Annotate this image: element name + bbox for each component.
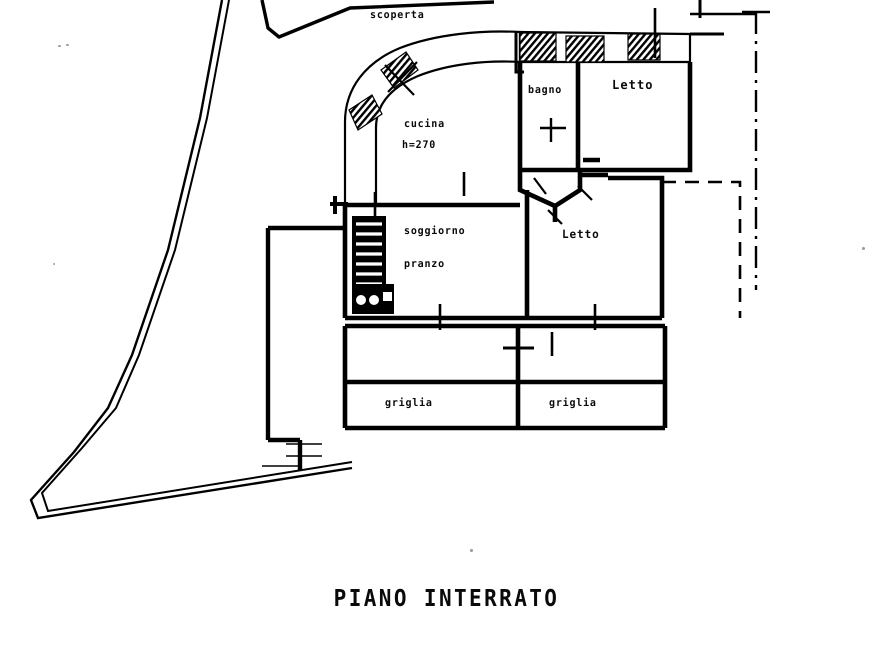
site-boundary-outer bbox=[29, 0, 353, 520]
scan-speck bbox=[53, 263, 55, 265]
top-right-wall-stubs bbox=[690, 0, 724, 36]
basement-lower-block bbox=[342, 323, 668, 431]
room-label-scoperta: scoperta bbox=[370, 9, 425, 22]
site-boundary-inner bbox=[40, 0, 353, 513]
scan-speck bbox=[862, 247, 865, 250]
scan-speck bbox=[470, 549, 473, 552]
room-annotation-cucina-height: h=270 bbox=[402, 139, 437, 152]
staircase bbox=[352, 216, 394, 314]
site-wall-opening-marks bbox=[262, 443, 322, 467]
upper-exterior-wall bbox=[518, 30, 692, 64]
bathroom-walls bbox=[517, 62, 581, 173]
room-label-letto-center-right: Letto bbox=[562, 227, 600, 242]
sheet-title: PIANO INTERRATO bbox=[333, 584, 560, 612]
bedroom-upper-right-walls bbox=[578, 62, 693, 173]
room-label-bagno: bagno bbox=[528, 84, 563, 97]
terrain-edge-upper bbox=[260, 0, 495, 39]
site-wall-lower-left bbox=[265, 225, 344, 470]
bathroom-door-tick bbox=[540, 118, 566, 142]
kitchen-lower-wall-stub bbox=[330, 196, 348, 214]
lower-block-door-tick bbox=[503, 338, 534, 362]
room-label-pranzo: pranzo bbox=[404, 258, 445, 271]
bedroom-center-right-walls bbox=[524, 175, 665, 318]
room-label-letto-upper-right: Letto bbox=[612, 77, 654, 93]
room-label-soggiorno: soggiorno bbox=[404, 225, 466, 238]
hallway-angled-walls bbox=[517, 157, 608, 222]
projected-outline-dashed bbox=[662, 180, 742, 318]
room-label-griglia-right: griglia bbox=[549, 397, 597, 410]
curved-wall-opening-tick bbox=[384, 61, 418, 96]
hallway-door-swings bbox=[533, 177, 593, 225]
room-label-griglia-left: griglia bbox=[385, 397, 433, 410]
scan-speck bbox=[58, 45, 61, 47]
room-label-cucina: cucina bbox=[404, 118, 445, 131]
scan-speck bbox=[66, 44, 69, 46]
